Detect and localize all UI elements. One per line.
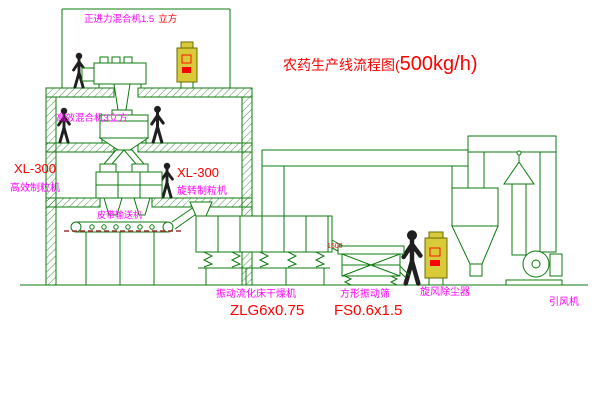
label-screen-name: 方形振动筛: [340, 287, 390, 300]
label-cyclone: 旋风除尘器: [420, 285, 470, 298]
label-mixer2: 高效混合机3立方: [56, 112, 128, 124]
building-structure: [45, 8, 253, 286]
label-screen-model: FS0.6x1.5: [334, 302, 402, 319]
belt-conveyor: [64, 206, 200, 285]
mixer-2: [98, 109, 150, 165]
mixer-1: [81, 56, 147, 111]
label-dryer-outlet-size: 1500: [327, 243, 343, 250]
control-cabinet-1: [176, 41, 198, 88]
worker-figure-second-floor-right: [150, 104, 165, 144]
fluid-bed-dryer: [189, 201, 349, 285]
vibrating-screen: [337, 245, 411, 286]
page-title: 农药生产线流程图(500kg/h): [283, 53, 478, 75]
granulator: [95, 163, 163, 216]
exhaust-stack: [503, 150, 535, 256]
label-granulator-center-model: XL-300: [177, 165, 219, 180]
label-fan: 引风机: [549, 295, 579, 308]
label-granulator-left-model: XL-300: [14, 161, 56, 176]
cyclone-dust-collector: [451, 187, 499, 277]
worker-figure-third-floor: [160, 161, 174, 199]
label-granulator-left-name: 高效制粒机: [10, 181, 60, 194]
label-dryer-model: ZLG6x0.75: [230, 302, 304, 319]
label-dryer-name: 振动流化床干燥机: [216, 287, 296, 300]
control-cabinet-2: [424, 231, 448, 285]
duct-system: [261, 135, 557, 253]
label-conveyor: 皮带输送机: [97, 209, 142, 220]
induced-draft-fan: [505, 250, 563, 286]
worker-figure-ground: [404, 230, 421, 283]
label-granulator-center-name: 旋转制粒机: [177, 184, 227, 197]
